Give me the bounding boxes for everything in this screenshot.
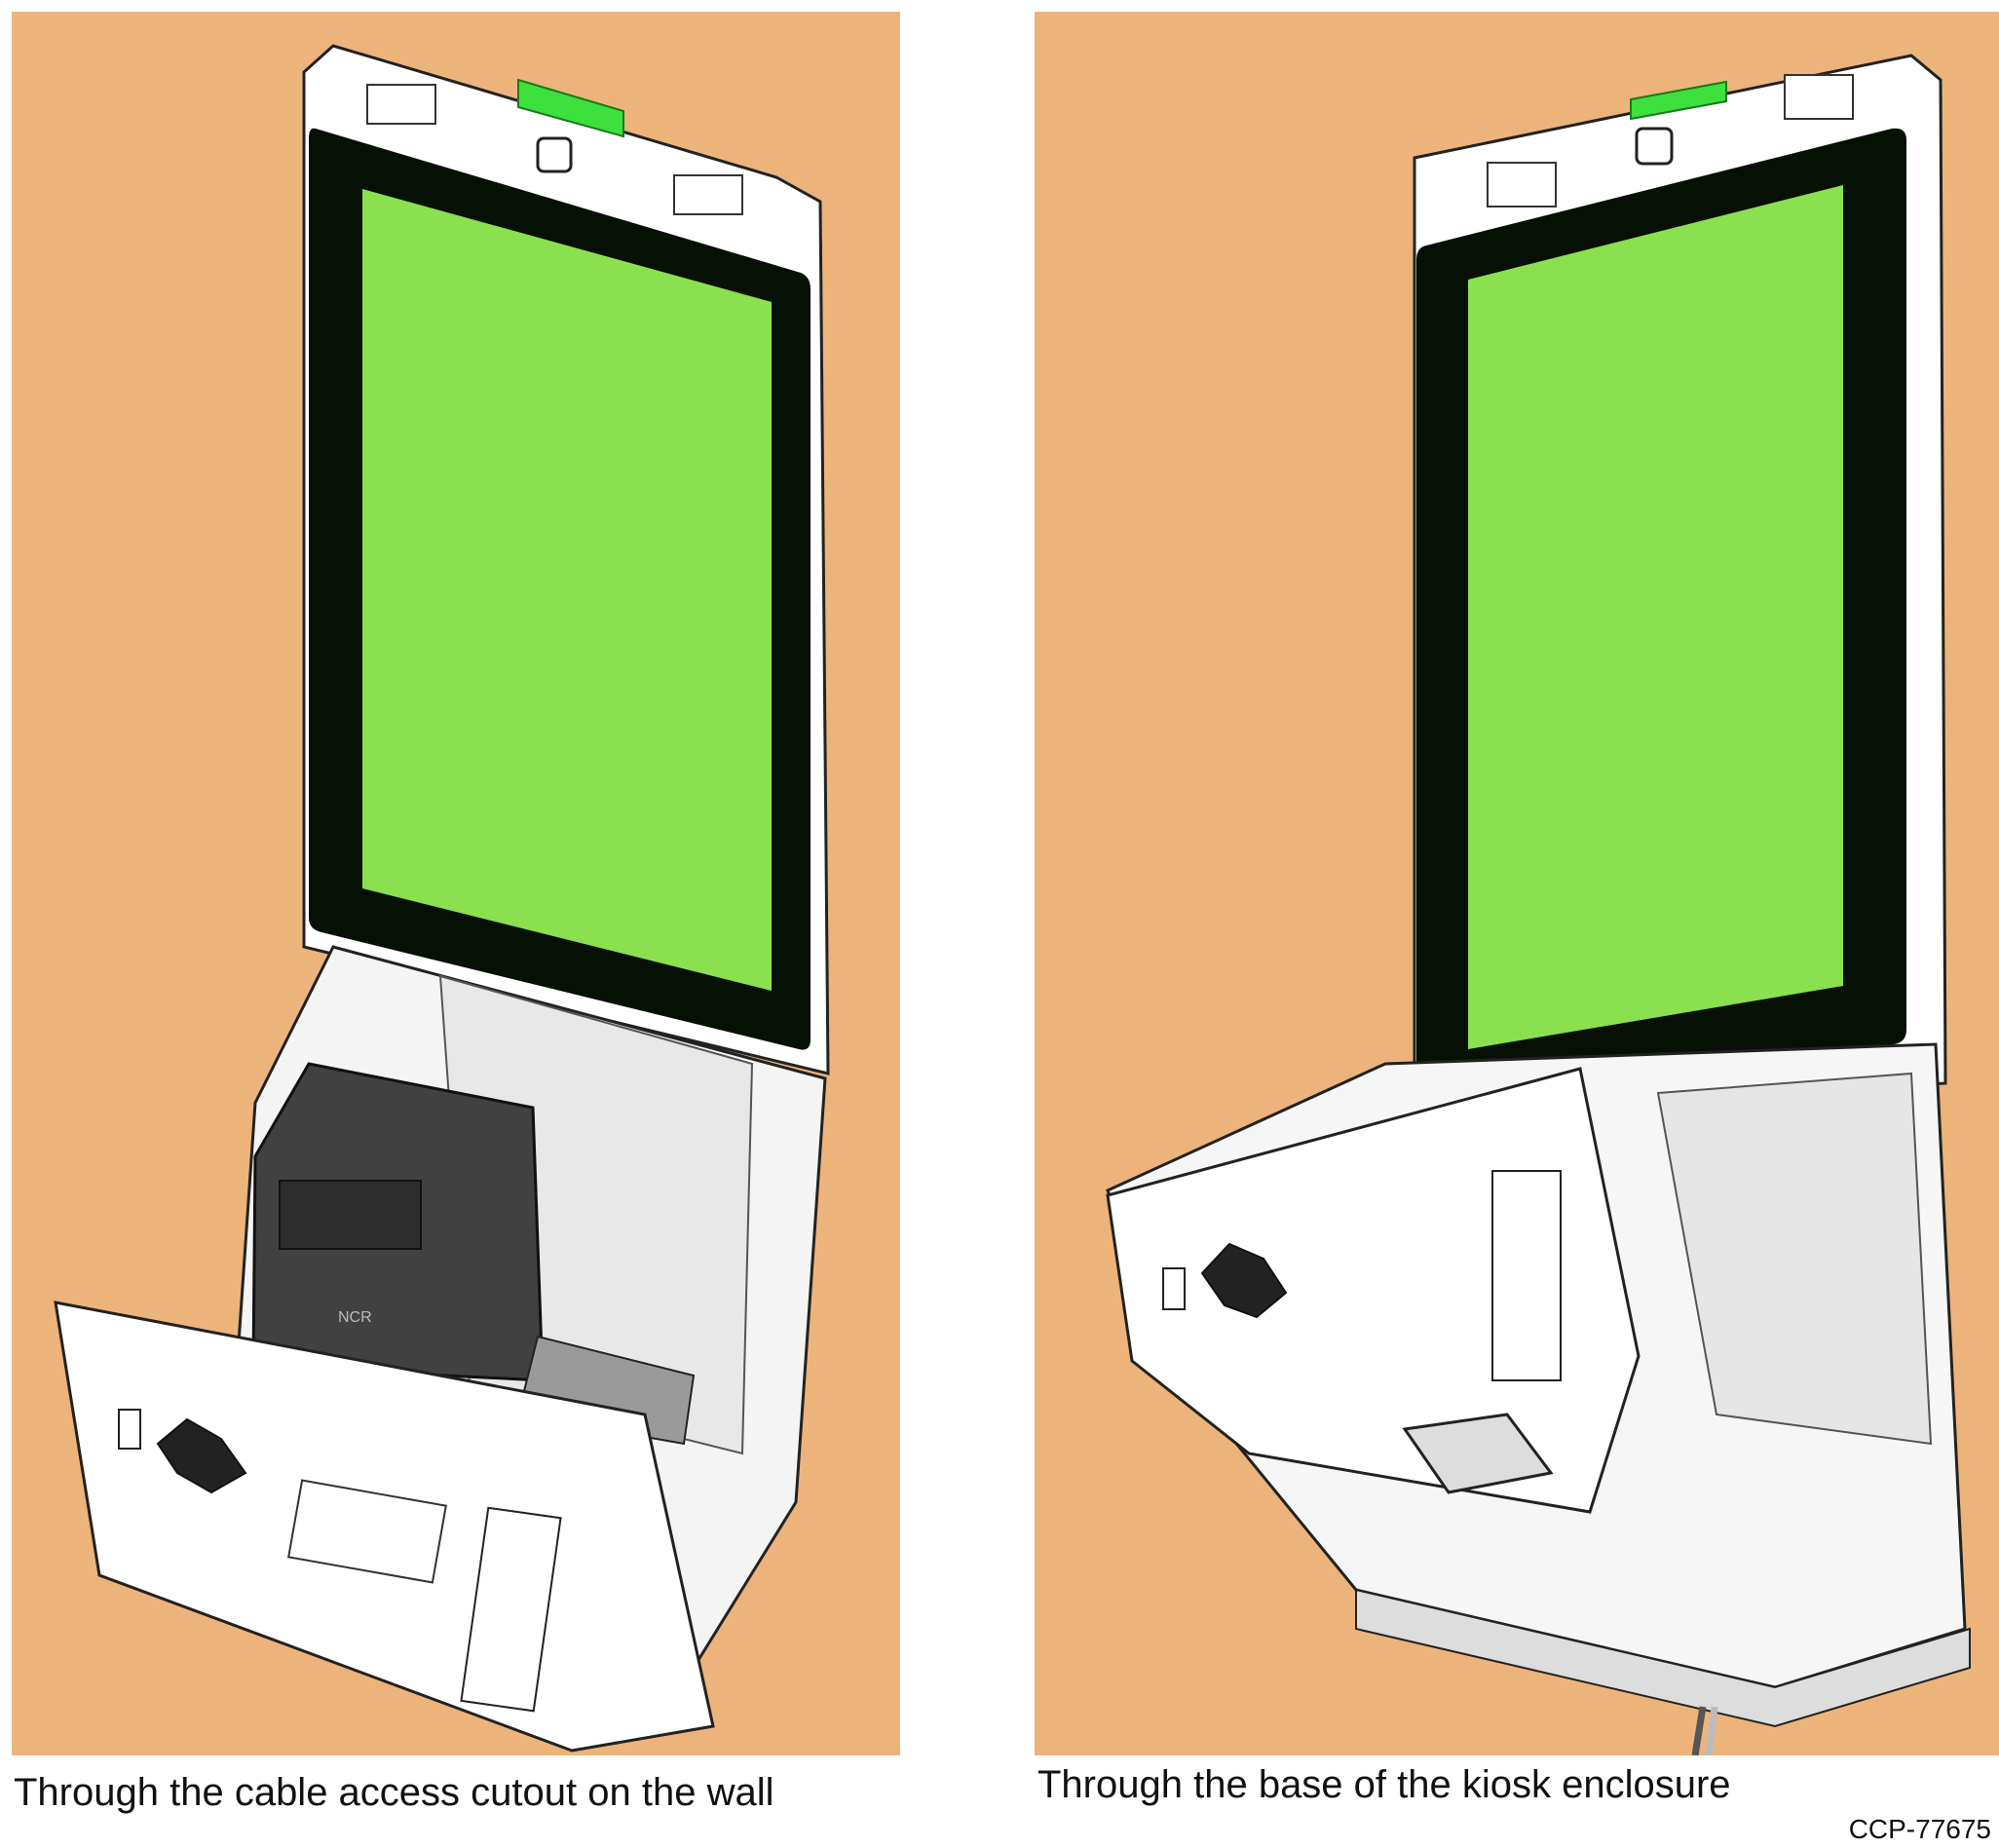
- right-screen: [1468, 185, 1843, 1049]
- left-handle-icon: [517, 78, 624, 138]
- left-kiosk-illustration: NCR: [12, 12, 900, 1755]
- right-cabinet-interior: [1656, 1072, 1933, 1446]
- right-cable: [1705, 1706, 1718, 1755]
- right-scanner-window: [1402, 1413, 1554, 1494]
- right-card-reader-icon: [1162, 1267, 1186, 1310]
- figure-id: CCP-77675: [1848, 1814, 1991, 1844]
- right-panel: [1035, 12, 1999, 1755]
- left-speaker-grille-icon: [673, 174, 743, 215]
- left-screen: [362, 189, 772, 991]
- right-cable: [1691, 1706, 1707, 1755]
- right-caption: Through the base of the kiosk enclosure: [1037, 1763, 1731, 1806]
- right-kiosk-illustration: [1035, 12, 1999, 1755]
- right-speaker-grille-icon: [1784, 74, 1854, 120]
- left-printer-paper-slot: [279, 1180, 422, 1250]
- right-handle-icon: [1630, 80, 1727, 121]
- left-keypad-icon: [156, 1417, 247, 1494]
- right-camera-icon: [1635, 127, 1674, 166]
- left-caption: Through the cable access cutout on the w…: [14, 1771, 774, 1814]
- left-door-bracket: [460, 1506, 562, 1713]
- left-card-reader-icon: [118, 1409, 141, 1450]
- left-camera-icon: [536, 136, 573, 173]
- left-door-panel: [287, 1479, 447, 1584]
- left-panel: NCR: [12, 12, 900, 1755]
- left-speaker-grille-icon: [366, 84, 436, 125]
- right-keypad-icon: [1200, 1242, 1288, 1319]
- left-printer-logo: NCR: [338, 1309, 372, 1326]
- right-bracket: [1491, 1170, 1562, 1381]
- right-bottom-plate: [1355, 1588, 1971, 1728]
- right-speaker-grille-icon: [1487, 162, 1557, 207]
